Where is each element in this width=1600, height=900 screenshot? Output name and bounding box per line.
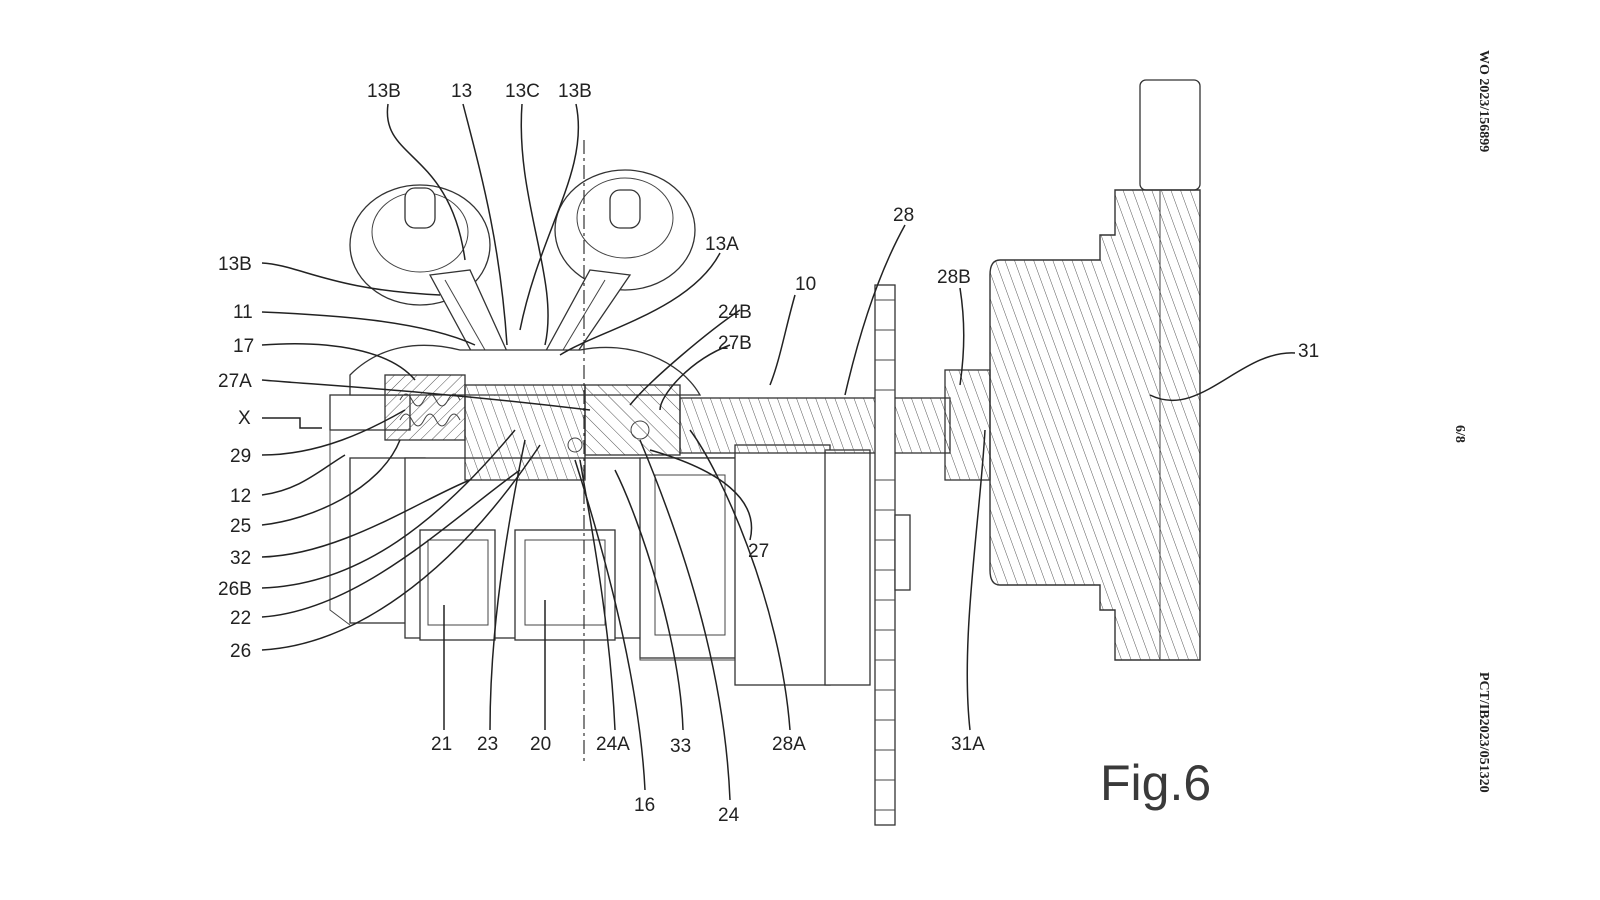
application-number: PCT/IB2023/051320	[1476, 672, 1491, 793]
label-13B-c: 13B	[218, 254, 252, 275]
label-33: 33	[670, 736, 691, 757]
label-24A: 24A	[596, 734, 630, 755]
label-20: 20	[530, 734, 551, 755]
label-17: 17	[233, 336, 254, 357]
label-27A: 27A	[218, 371, 252, 392]
callout-labels: 13B 13 13C 13B 13B 13A 11 17 27A X 29 12…	[218, 81, 1319, 826]
label-28A: 28A	[772, 734, 806, 755]
label-28: 28	[893, 205, 914, 226]
label-13C: 13C	[505, 81, 540, 102]
label-26B: 26B	[218, 579, 252, 600]
margin-header: WO 2023/156899 6/8 PCT/IB2023/051320	[1452, 50, 1491, 793]
label-27B: 27B	[718, 333, 752, 354]
label-23: 23	[477, 734, 498, 755]
axis-x-marker	[262, 417, 322, 429]
label-21: 21	[431, 734, 452, 755]
figure-title: Fig.6	[1100, 755, 1211, 811]
label-26: 26	[230, 641, 251, 662]
spool-and-shaft	[384, 369, 991, 481]
label-27: 27	[748, 541, 769, 562]
flange-31	[989, 79, 1201, 661]
label-31: 31	[1298, 341, 1319, 362]
label-13B-a: 13B	[367, 81, 401, 102]
label-31A: 31A	[951, 734, 985, 755]
assembly-geometry	[262, 79, 1201, 826]
label-13B-b: 13B	[558, 81, 592, 102]
label-32: 32	[230, 548, 251, 569]
leader-lines	[261, 103, 1296, 801]
label-25: 25	[230, 516, 251, 537]
valve-assembly	[349, 169, 702, 396]
label-13-a: 13	[451, 81, 472, 102]
label-10: 10	[795, 274, 816, 295]
label-X: X	[238, 408, 251, 429]
label-24: 24	[718, 805, 740, 826]
label-24B: 24B	[718, 302, 752, 323]
label-12: 12	[230, 486, 251, 507]
sprocket	[874, 284, 911, 826]
label-28B: 28B	[937, 267, 971, 288]
label-13A: 13A	[705, 234, 739, 255]
sheet-number: 6/8	[1452, 425, 1467, 443]
label-22: 22	[230, 608, 251, 629]
label-16: 16	[634, 795, 655, 816]
label-11: 11	[233, 302, 253, 323]
publication-number: WO 2023/156899	[1476, 50, 1491, 152]
label-29: 29	[230, 446, 251, 467]
